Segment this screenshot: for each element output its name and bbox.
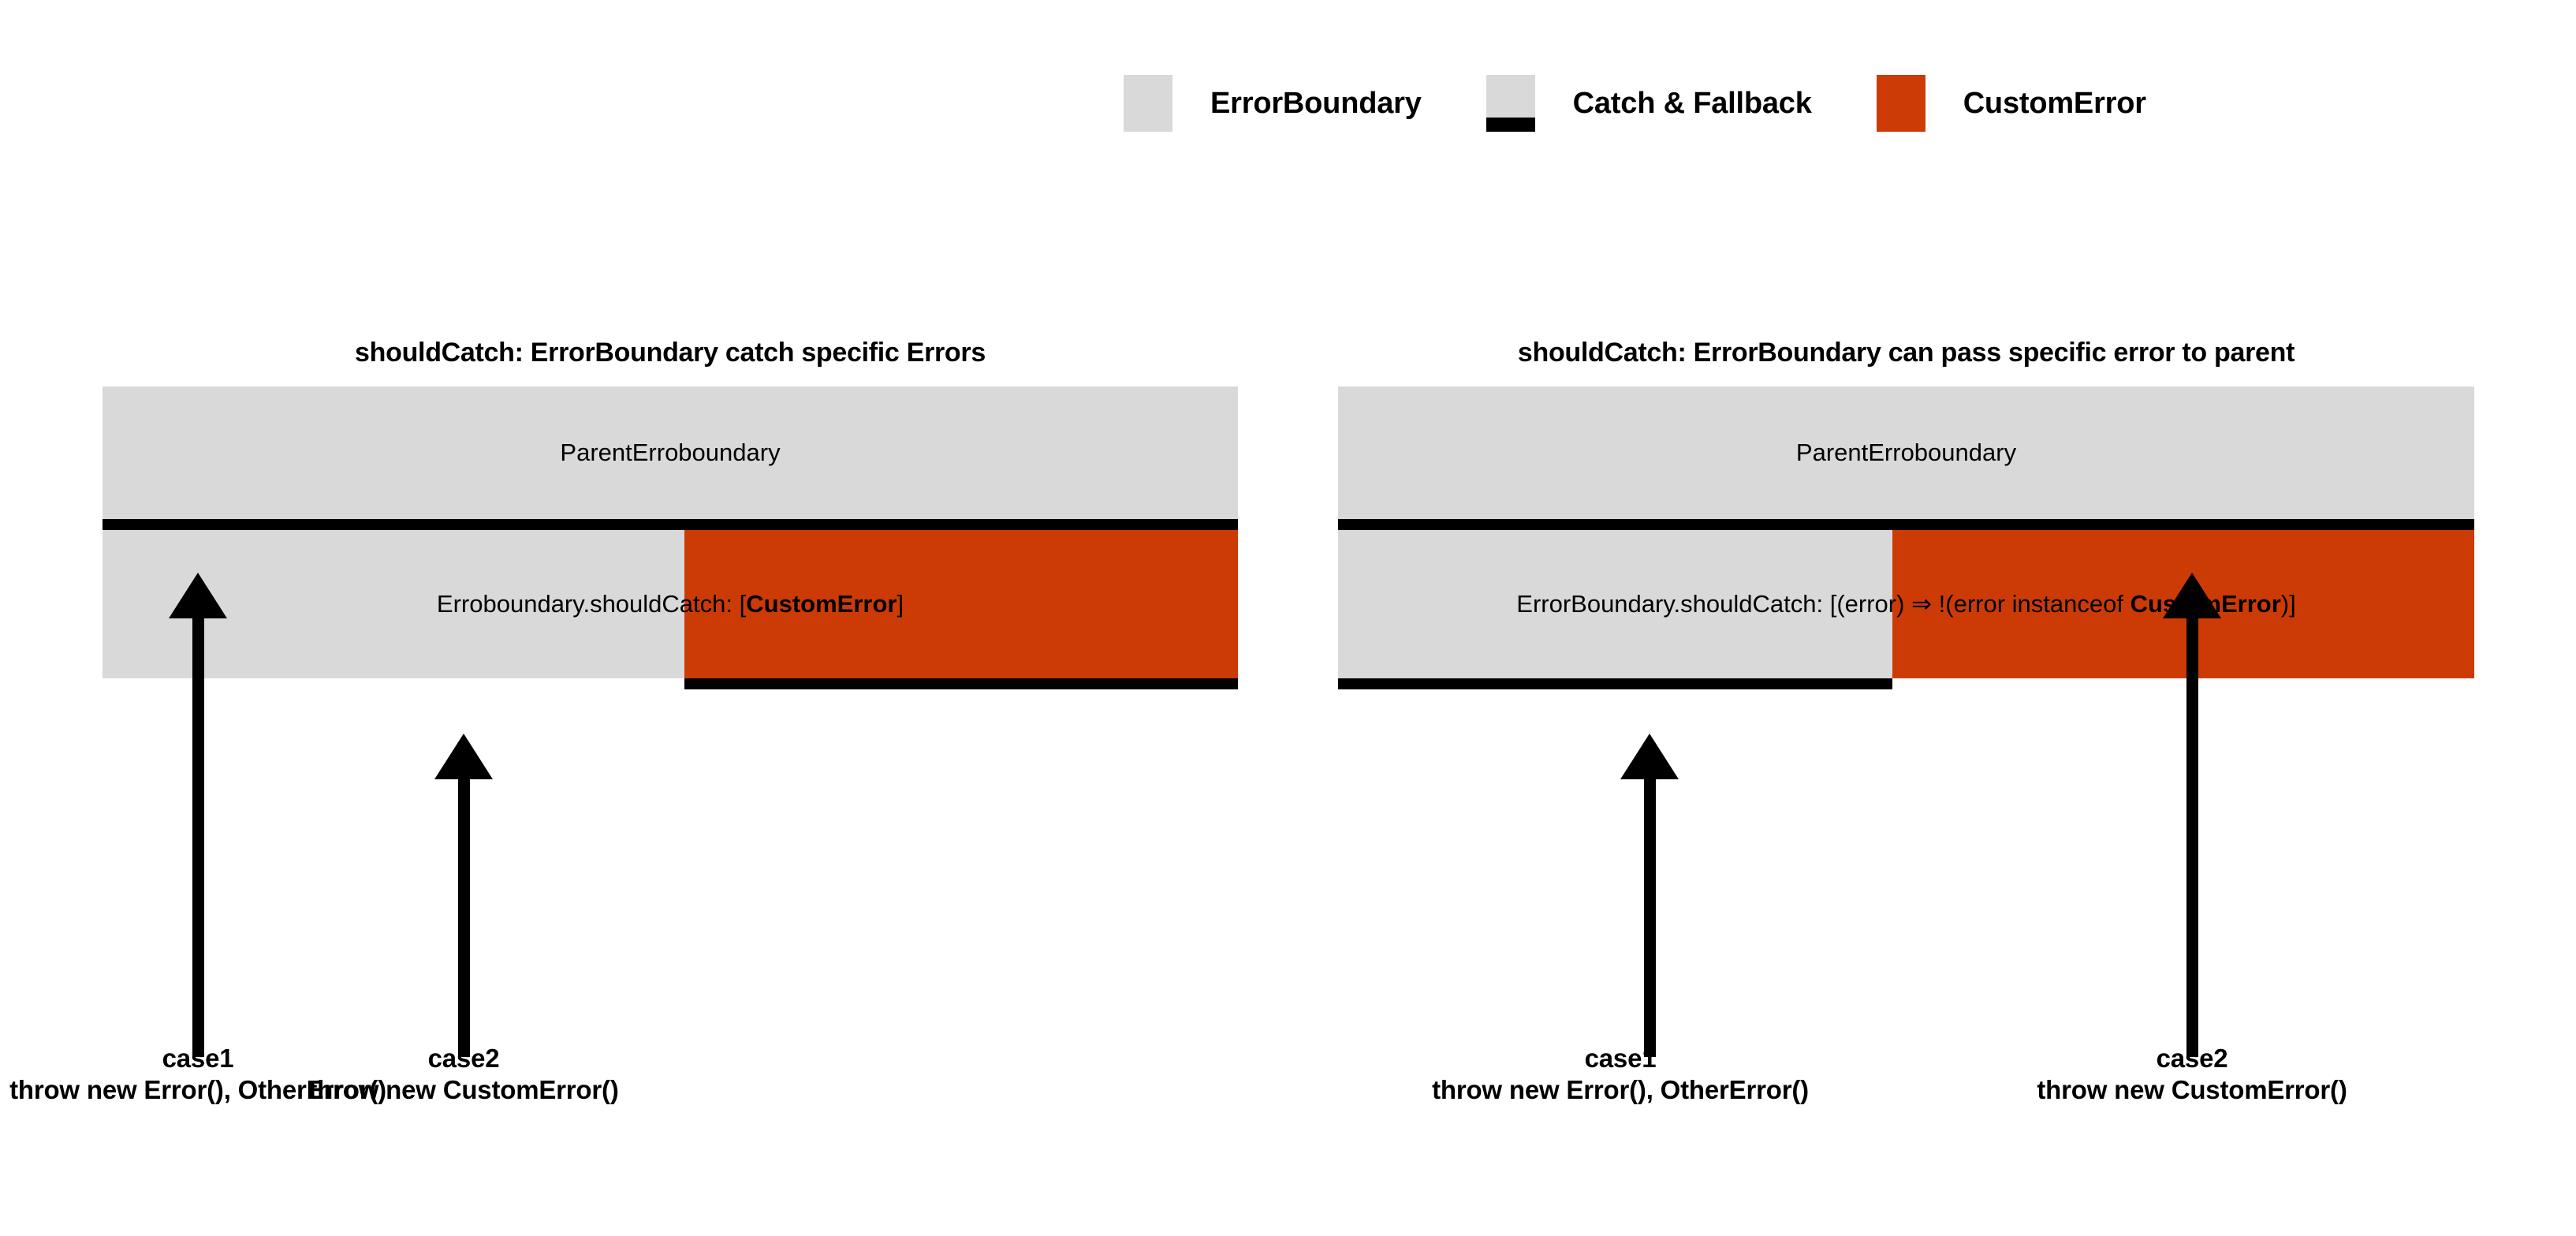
child-region-orange-left xyxy=(684,530,1238,678)
diagram-panel-right: shouldCatch: ErrorBoundary can pass spec… xyxy=(1338,338,2474,689)
child-region-gray-right xyxy=(1338,530,1892,678)
child-error-boundary-region-left: Erroboundary.shouldCatch: [CustomError] xyxy=(103,530,1238,689)
error-boundary-box-right: ParentErroboundary ErrorBoundary.shouldC… xyxy=(1338,386,2474,689)
case2-arrow-shaft-left xyxy=(457,779,470,1057)
case1-arrow-right xyxy=(1620,734,1679,1057)
case1-caption-left: case1 throw new Error(), OtherError() xyxy=(9,1043,386,1107)
legend-label-catch-fallback: Catch & Fallback xyxy=(1572,86,1812,120)
gray-square-swatch-icon xyxy=(1124,75,1172,132)
parent-error-boundary-region-right: ParentErroboundary xyxy=(1338,386,2474,519)
catch-fallback-bar-right-top xyxy=(1338,519,2474,530)
error-boundary-box-left: ParentErroboundary Erroboundary.shouldCa… xyxy=(103,386,1238,689)
case2-caption-right: case2 throw new CustomError() xyxy=(2037,1043,2347,1107)
child-error-boundary-region-right: ErrorBoundary.shouldCatch: [(error) ⇒ !(… xyxy=(1338,530,2474,689)
case1-arrow-left xyxy=(169,573,227,1057)
case2-caption-right-line1: case2 xyxy=(2156,1044,2228,1073)
case2-arrow-right xyxy=(2163,573,2221,1057)
case1-caption-right: case1 throw new Error(), OtherError() xyxy=(1432,1043,1809,1107)
case2-caption-left-line1: case2 xyxy=(427,1044,500,1073)
parent-error-boundary-label-left: ParentErroboundary xyxy=(560,439,781,466)
catch-fallback-bar-right-bottom xyxy=(1338,678,1892,689)
catch-fallback-bar-left-bottom xyxy=(684,678,1238,689)
parent-error-boundary-region-left: ParentErroboundary xyxy=(103,386,1238,519)
case2-caption-left-line2: throw new CustomError() xyxy=(308,1075,619,1105)
catch-fallback-bar-left-top xyxy=(103,519,1238,530)
legend-label-error-boundary: ErrorBoundary xyxy=(1210,86,1422,120)
case1-caption-right-line1: case1 xyxy=(1584,1044,1657,1073)
panel-title-right: shouldCatch: ErrorBoundary can pass spec… xyxy=(1517,338,2295,368)
parent-error-boundary-label-right: ParentErroboundary xyxy=(1795,439,2017,466)
case2-arrow-shaft-right xyxy=(2186,618,2198,1057)
legend-item-error-boundary: ErrorBoundary xyxy=(1124,75,1422,132)
diagram-panel-left: shouldCatch: ErrorBoundary catch specifi… xyxy=(103,338,1238,689)
case1-arrow-shaft-right xyxy=(1643,779,1656,1057)
case2-arrow-left xyxy=(434,734,493,1057)
orange-square-swatch-icon xyxy=(1876,75,1925,132)
case1-caption-right-line2: throw new Error(), OtherError() xyxy=(1432,1075,1809,1105)
legend-item-custom-error: CustomError xyxy=(1876,75,2146,132)
case2-arrow-head-right xyxy=(2163,573,2221,618)
case1-arrow-head-right xyxy=(1620,734,1679,779)
gray-square-black-bar-swatch-icon xyxy=(1486,75,1535,132)
case1-arrow-shaft-left xyxy=(192,618,204,1057)
case2-caption-right-line2: throw new CustomError() xyxy=(2037,1075,2347,1105)
legend-item-catch-fallback: Catch & Fallback xyxy=(1486,75,1812,132)
legend: ErrorBoundary Catch & Fallback CustomErr… xyxy=(1124,75,2146,132)
legend-label-custom-error: CustomError xyxy=(1963,86,2146,120)
case1-caption-left-line2: throw new Error(), OtherError() xyxy=(9,1075,386,1105)
case2-arrow-head-left xyxy=(434,734,493,779)
case1-arrow-head-left xyxy=(169,573,227,618)
panel-title-left: shouldCatch: ErrorBoundary catch specifi… xyxy=(355,338,986,368)
case2-caption-left: case2 throw new CustomError() xyxy=(308,1043,618,1107)
case1-caption-left-line1: case1 xyxy=(162,1044,234,1073)
